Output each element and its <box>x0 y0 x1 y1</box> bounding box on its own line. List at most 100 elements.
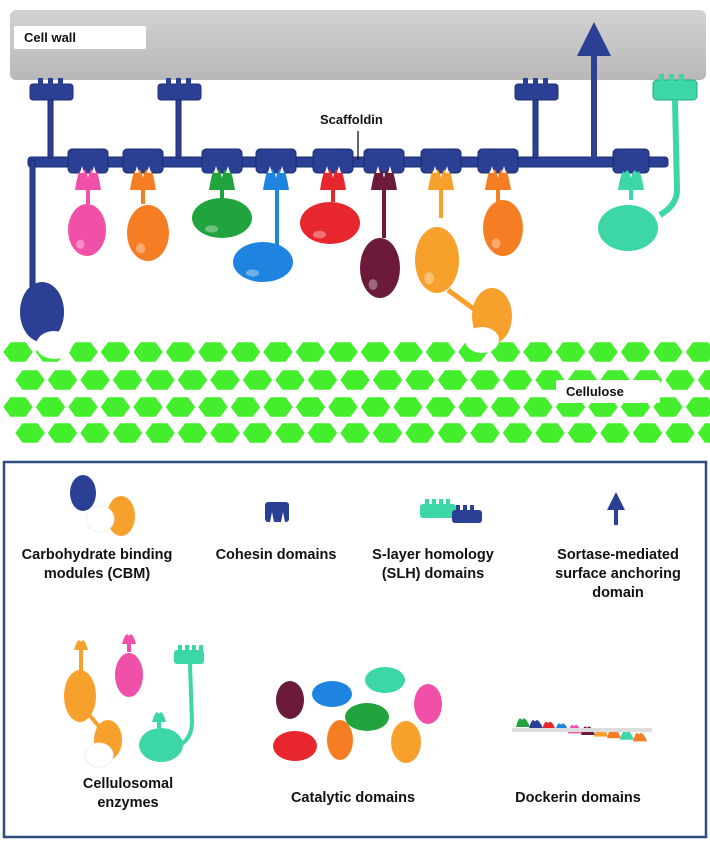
legend-cohesin-label: Cohesin domains <box>215 547 337 563</box>
cellulose-unit <box>500 421 535 445</box>
cellulose-label: Cellulose <box>556 380 660 403</box>
legend-slh-icon <box>420 499 482 523</box>
cellulose-unit <box>240 421 275 445</box>
legend-slh-label: S-layer homology(SLH) domains <box>372 547 494 582</box>
cellulose-unit <box>325 395 361 419</box>
cellulose-unit <box>650 340 686 364</box>
cellulose-unit <box>33 395 68 419</box>
legend-catalytic-label: Catalytic domains <box>290 790 416 806</box>
sortase-arrow-icon <box>577 22 611 160</box>
cellulose-unit <box>110 421 145 445</box>
cellulose-unit <box>358 340 393 364</box>
cell-wall <box>10 10 706 80</box>
cellulose-unit <box>163 395 198 419</box>
slh-anchor <box>514 78 559 101</box>
cellulose-unit <box>423 340 458 364</box>
cellulose-unit <box>553 340 588 364</box>
enzyme-cbm <box>446 287 512 353</box>
enzyme-1 <box>67 148 109 256</box>
cellulose-unit <box>390 395 426 419</box>
cellulose-unit <box>662 421 698 445</box>
cellulose-unit <box>12 368 48 392</box>
cellulose-unit <box>0 395 36 419</box>
enzyme-slh-linked <box>598 148 658 251</box>
cellulose-unit <box>597 421 633 445</box>
cellulose-unit <box>65 395 101 419</box>
cellulose-unit <box>370 368 405 392</box>
enzyme-5 <box>300 148 360 244</box>
cellulose-unit <box>207 368 243 392</box>
cellulose-unit <box>260 395 296 419</box>
cellulose-unit <box>98 395 133 419</box>
cellulose-unit <box>467 368 503 392</box>
legend-cbm-icon <box>70 475 135 536</box>
cellulose-unit <box>618 340 653 364</box>
cellulose-unit <box>435 421 470 445</box>
enzyme-4 <box>233 148 297 282</box>
cellulose-unit <box>630 421 665 445</box>
slh-anchor <box>29 78 74 101</box>
cellulose-unit <box>130 340 166 364</box>
enzyme-2 <box>122 148 169 261</box>
cell-wall-label: Cell wall <box>14 26 146 49</box>
legend-dockerin-label: Dockerin domains <box>515 790 641 806</box>
cellulose-unit <box>207 421 243 445</box>
cellulose-unit <box>305 368 340 392</box>
cellulose-unit <box>520 395 556 419</box>
cellulose-unit <box>500 368 535 392</box>
enzyme-6 <box>360 148 405 298</box>
cellulose-unit <box>98 340 133 364</box>
cellulose-unit <box>695 421 710 445</box>
cellulose-unit <box>0 340 36 364</box>
enzyme-8 <box>477 148 523 256</box>
cellulose-unit <box>467 421 503 445</box>
slh-enzyme <box>652 74 698 218</box>
cellulose-unit <box>337 421 373 445</box>
cellulose-unit <box>325 340 361 364</box>
cellulose-unit <box>455 395 491 419</box>
cellulose-unit <box>695 368 710 392</box>
cellulose-unit <box>272 421 308 445</box>
cellulose-unit <box>260 340 296 364</box>
cellulose-unit <box>272 368 308 392</box>
cellulose-unit <box>435 368 470 392</box>
cbm-icon <box>20 282 72 359</box>
cellulose-unit <box>370 421 405 445</box>
cellulose-unit <box>305 421 340 445</box>
cellulose-unit <box>228 340 263 364</box>
cellulose-unit <box>662 368 698 392</box>
cellulose-unit <box>175 421 210 445</box>
legend-dockerin-icon <box>512 718 652 742</box>
legend-cohesin-icon <box>265 502 289 522</box>
cellulose-unit <box>423 395 458 419</box>
cellulose-unit <box>163 340 198 364</box>
cellulose-unit <box>77 421 113 445</box>
scaffoldin-label: Scaffoldin <box>320 112 383 127</box>
cellulose-unit <box>12 421 48 445</box>
cellulose-unit <box>565 421 600 445</box>
cellulose-unit <box>45 421 80 445</box>
cellulose-unit <box>45 368 80 392</box>
cellulose-unit <box>130 395 166 419</box>
cellulose-unit <box>402 368 438 392</box>
cellulose-unit <box>488 340 523 364</box>
cellulose-unit <box>532 421 568 445</box>
cellulose-unit <box>585 340 621 364</box>
cellulose-unit <box>195 395 231 419</box>
cellulose-unit <box>240 368 275 392</box>
cellulose-unit <box>683 395 710 419</box>
cellulose-unit <box>293 340 328 364</box>
enzyme-7 <box>415 148 462 293</box>
legend-sortase-icon <box>607 492 625 525</box>
cellulose-unit <box>142 421 178 445</box>
cellulose-layer <box>0 340 710 445</box>
cellulose-unit <box>142 368 178 392</box>
cellulose-unit <box>402 421 438 445</box>
cellulose-unit <box>293 395 328 419</box>
cellulose-unit <box>683 340 710 364</box>
cellulose-unit <box>228 395 263 419</box>
